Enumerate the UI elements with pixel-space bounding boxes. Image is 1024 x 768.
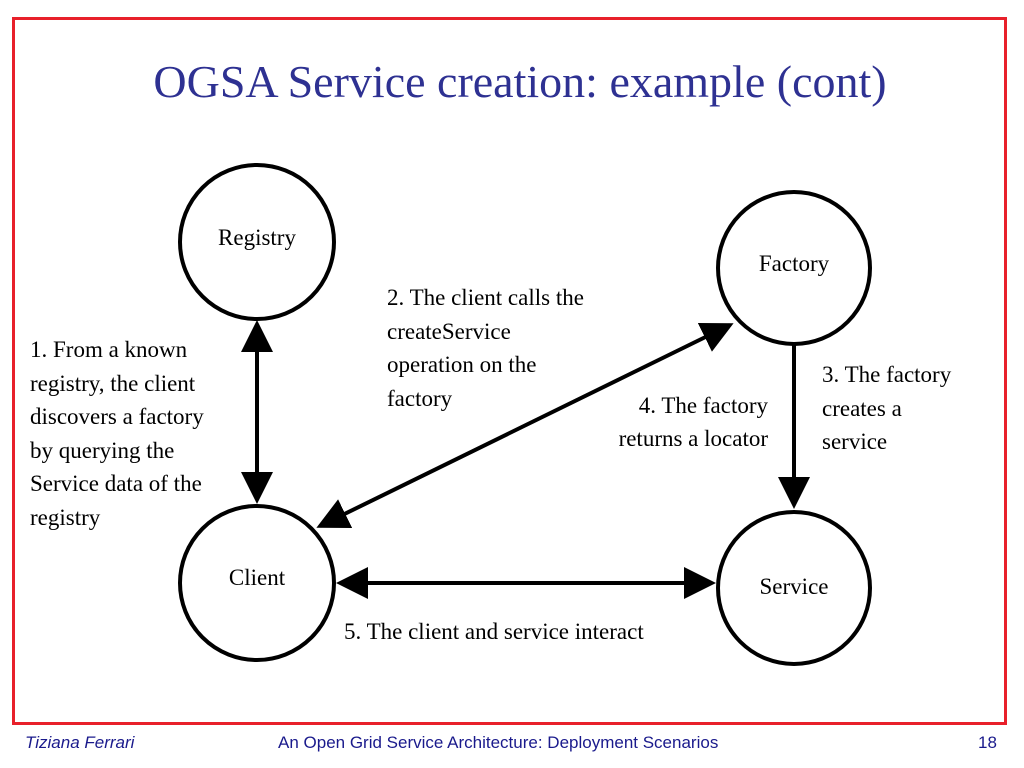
service-label: Service <box>759 574 829 599</box>
registry-label: Registry <box>218 225 296 250</box>
step3-note: 3. The factory creates a service <box>822 362 952 454</box>
step2-note: 2. The client calls the createService op… <box>387 285 584 411</box>
footer-author: Tiziana Ferrari <box>25 733 135 752</box>
slide-title: OGSA Service creation: example (cont) <box>153 56 887 107</box>
factory-node <box>716 190 872 346</box>
client-label: Client <box>228 565 286 590</box>
step1-note: 1. From a known registry, the client dis… <box>30 337 204 530</box>
client-node <box>178 504 336 662</box>
step5-note: 5. The client and service interact <box>344 619 644 644</box>
service-node <box>716 510 872 666</box>
footer-page-number: 18 <box>978 733 997 752</box>
footer-presentation-title: An Open Grid Service Architecture: Deplo… <box>278 733 719 752</box>
step4-note: 4. The factory returns a locator <box>618 393 768 451</box>
registry-node <box>178 163 336 321</box>
client-factory-arrow <box>316 322 734 529</box>
factory-label: Factory <box>758 251 830 276</box>
slide-frame <box>12 17 1007 725</box>
